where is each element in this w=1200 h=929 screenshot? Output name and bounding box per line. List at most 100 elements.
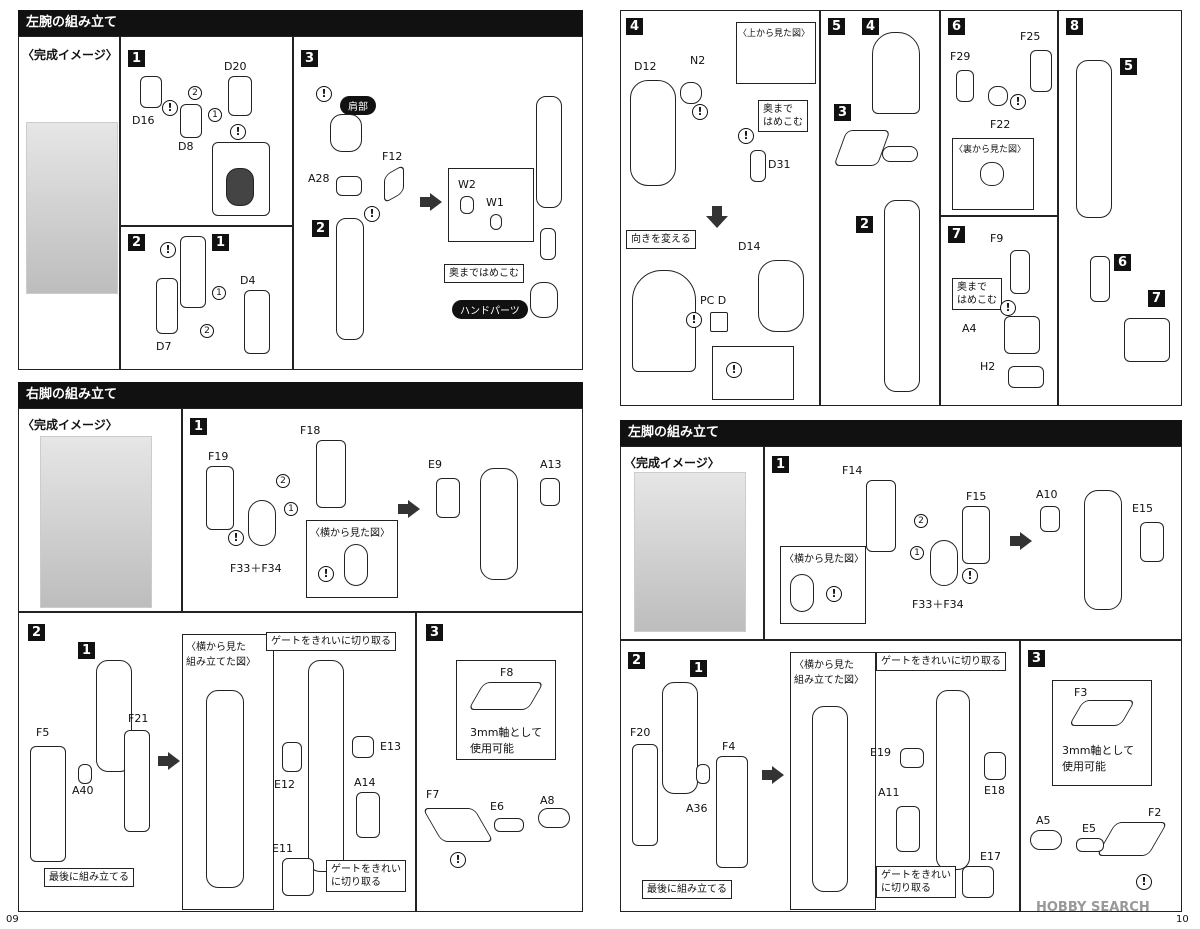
step-ref: 1 [212, 234, 229, 251]
left-arm-photo [26, 122, 118, 294]
step-ref: 7 [1148, 290, 1165, 307]
warning-icon: ! [726, 362, 742, 378]
gate-label-top: ゲートをきれいに切り取る [266, 632, 396, 651]
gate-label-bottom: ゲートをきれい に切り取る [876, 866, 956, 898]
warning-icon: ! [160, 242, 176, 258]
last-assemble-label: 最後に組み立てる [642, 880, 732, 899]
top-view-label: 〈上から見た図〉 [738, 29, 811, 39]
warning-icon: ! [162, 100, 178, 116]
forearm-part [336, 218, 364, 340]
shield-part [758, 260, 804, 332]
warning-icon: ! [450, 852, 466, 868]
shell-part [30, 746, 66, 862]
ring-part [980, 162, 1004, 186]
part-label: F18 [300, 424, 321, 437]
step-ref: 5 [1120, 58, 1137, 75]
arm-part [180, 236, 206, 308]
axis-label: 3mm軸として 使用可能 [1062, 744, 1135, 773]
part-label: A5 [1036, 814, 1051, 827]
part-label: F33＋F34 [912, 598, 964, 611]
page-number-right: 10 [1176, 914, 1189, 925]
claw-part [1008, 366, 1044, 388]
part-label: A13 [540, 458, 562, 471]
step-number: 3 [301, 50, 318, 67]
step-circle: 1 [284, 502, 298, 516]
shield-rotated [632, 270, 696, 372]
armor-piece [1140, 522, 1164, 562]
part-label: E15 [1132, 502, 1153, 515]
part-label: F9 [990, 232, 1004, 245]
warning-icon: ! [962, 568, 978, 584]
small-part [1076, 838, 1104, 852]
step-ref: 1 [78, 642, 95, 659]
arrow-down-icon [706, 206, 728, 228]
left-arm-title: 左腕の組み立て [18, 10, 583, 36]
wheel-part [248, 500, 276, 546]
part-label: E18 [984, 784, 1005, 797]
step-number: 2 [128, 234, 145, 251]
right-leg-image-label: 〈完成イメージ〉 [22, 418, 118, 432]
axis-label: 3mm軸として 使用可能 [470, 726, 543, 755]
assembled-leg-side [812, 706, 848, 892]
pc-detail-box [712, 346, 794, 400]
small-part [696, 764, 710, 784]
axis-box [456, 660, 556, 760]
armor-piece [984, 752, 1006, 780]
step-number: 7 [948, 226, 965, 243]
push-label: 奥まで はめこむ [758, 100, 808, 132]
step-number: 1 [772, 456, 789, 473]
top-view-box [736, 22, 816, 84]
armor-piece [896, 806, 920, 852]
step-circle: 2 [200, 324, 214, 338]
small-part [1030, 50, 1052, 92]
leg-assembly [480, 468, 518, 580]
step-circle: 1 [212, 286, 226, 300]
part-label: D16 [132, 114, 155, 127]
small-part [680, 82, 702, 104]
warning-icon: ! [1000, 300, 1016, 316]
arm-part [180, 104, 202, 138]
wheel-part [930, 540, 958, 586]
part-label: D31 [768, 158, 791, 171]
wheel-side [344, 544, 368, 586]
shield-part [630, 80, 676, 186]
foot-part [962, 866, 994, 898]
leg-assembly [308, 660, 344, 872]
shoulder-label: 肩部 [340, 96, 376, 115]
arrow-right-icon [420, 193, 442, 211]
part-label: A10 [1036, 488, 1058, 501]
ankle-part [1090, 256, 1110, 302]
armor-piece [436, 478, 460, 518]
part-label: H2 [980, 360, 996, 373]
hand-part [530, 282, 558, 318]
part-label: F22 [990, 118, 1011, 131]
part-label: F14 [842, 464, 863, 477]
arm-part [228, 76, 252, 116]
joint-part [336, 176, 362, 196]
leg-part [206, 466, 234, 530]
arrow-right-icon [762, 766, 784, 784]
arm-part [244, 290, 270, 354]
step-circle: 1 [208, 108, 222, 122]
step-circle: 2 [914, 514, 928, 528]
warning-icon: ! [738, 128, 754, 144]
gate-label-bottom: ゲートをきれい に切り取る [326, 860, 406, 892]
warning-icon: ! [1010, 94, 1026, 110]
hip-part [882, 146, 918, 162]
armor-piece [1040, 506, 1060, 532]
part-label: E13 [380, 740, 401, 753]
step-circle: 2 [276, 474, 290, 488]
small-part [750, 150, 766, 182]
part-label: F33＋F34 [230, 562, 282, 575]
push-label: 奥まではめこむ [444, 264, 524, 283]
part-label: A28 [308, 172, 330, 185]
right-leg-photo [40, 436, 152, 608]
leg-assembly [96, 660, 132, 772]
step-number: 1 [190, 418, 207, 435]
part-label: A8 [540, 794, 555, 807]
warning-icon: ! [826, 586, 842, 602]
part-label: F19 [208, 450, 229, 463]
warning-icon: ! [692, 104, 708, 120]
arrow-right-icon [158, 752, 180, 770]
foot-part [1004, 316, 1040, 354]
